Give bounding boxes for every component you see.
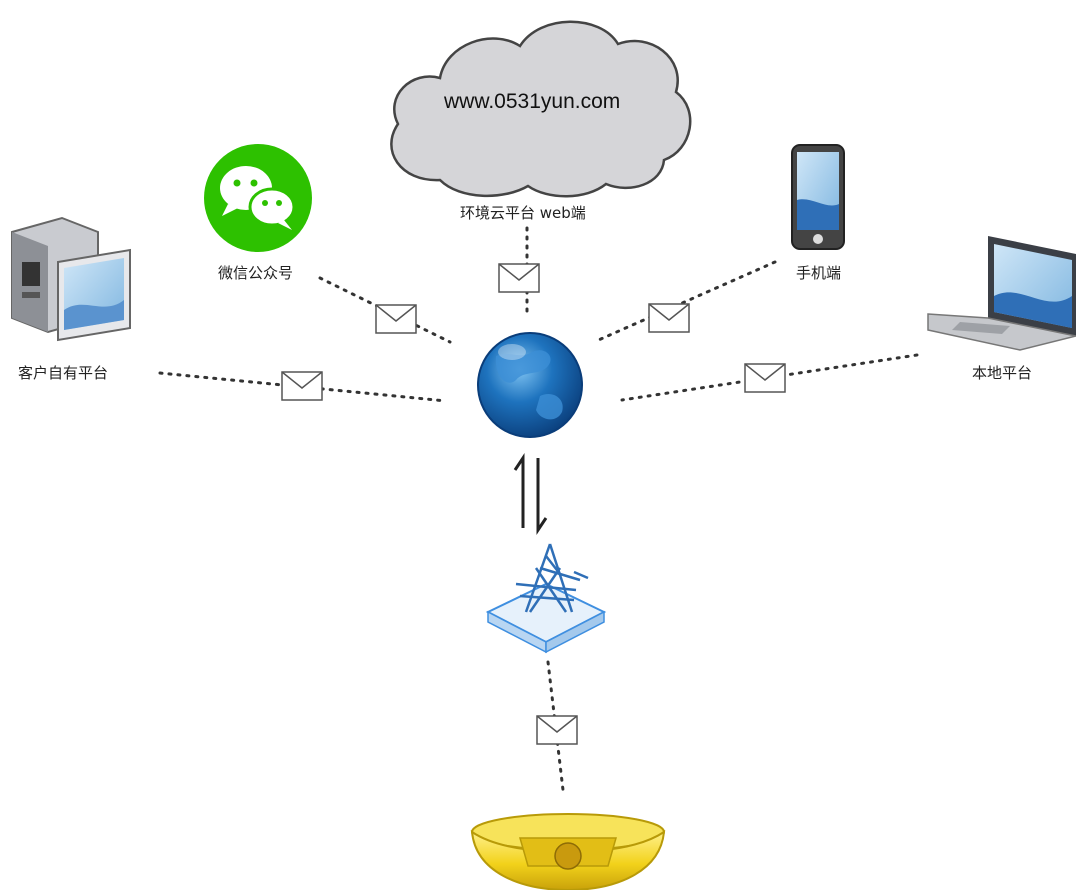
customer-platform-label: 客户自有平台 (18, 364, 109, 382)
cloud-platform-label: 环境云平台 web端 (460, 204, 586, 222)
line-phone-globe (592, 260, 777, 344)
globe-icon (477, 332, 583, 438)
sensor-device-icon (470, 813, 666, 890)
wechat-label: 微信公众号 (218, 264, 294, 282)
desktop-computer-icon (11, 216, 131, 342)
envelope-icon (536, 715, 578, 745)
cloud-icon (390, 20, 692, 198)
envelope-icon (498, 263, 540, 293)
envelope-icon (648, 303, 690, 333)
wechat-icon (204, 144, 312, 252)
laptop-icon (927, 236, 1076, 351)
envelope-icon (281, 371, 323, 401)
local-platform-label: 本地平台 (972, 364, 1033, 382)
envelope-icon (744, 363, 786, 393)
envelope-icon (375, 304, 417, 334)
cloud-url-label: www.0531yun.com (444, 90, 621, 113)
transmission-tower-icon (485, 543, 607, 654)
bidirectional-arrows-icon (513, 453, 548, 535)
smartphone-icon (791, 144, 845, 250)
mobile-label: 手机端 (796, 264, 842, 282)
message-envelopes (281, 263, 786, 745)
